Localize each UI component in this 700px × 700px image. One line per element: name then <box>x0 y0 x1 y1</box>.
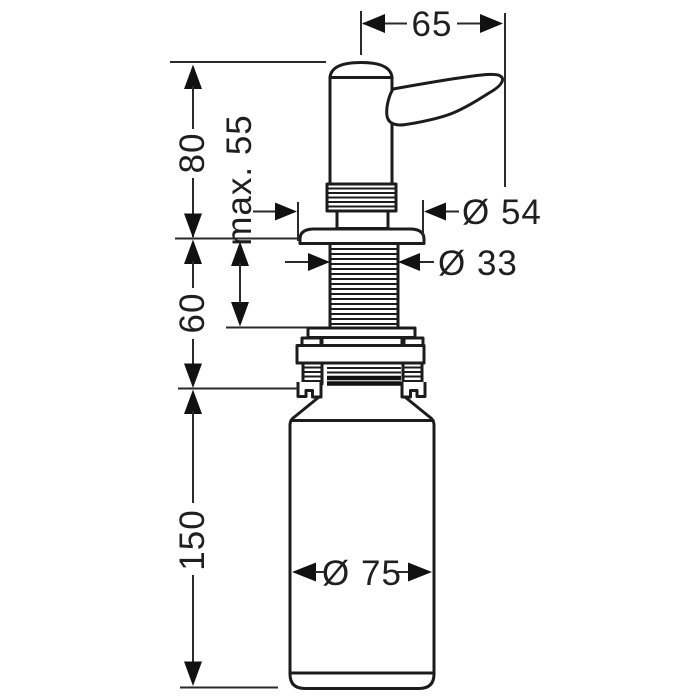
mounting-assembly <box>295 326 427 399</box>
dim-height-below-deck: 60 <box>173 239 212 388</box>
thread-lines <box>330 248 398 325</box>
pump-spout <box>385 72 504 127</box>
dim-150-arrow-up <box>184 389 202 414</box>
dim-max55-arrow-up <box>231 241 249 266</box>
threaded-shaft <box>328 242 400 330</box>
dim-height-above-deck: 80 <box>170 61 326 238</box>
dim-54-arrow-left <box>275 202 297 221</box>
bottle <box>288 395 436 690</box>
dim-33-arrow-left <box>308 253 330 271</box>
seal-lines <box>327 375 401 386</box>
dim-33-arrow-right <box>398 253 420 271</box>
dim-spout-reach: 65 <box>360 5 506 187</box>
retainer-foot-left <box>296 382 323 399</box>
dim-60-arrow-up <box>184 239 202 264</box>
dim-bottle-height: 150 <box>173 389 278 689</box>
dim-bottle-diameter: Ø 75 <box>292 554 432 593</box>
screw-post-left-threads <box>303 366 322 382</box>
dim-label-spout-reach: 65 <box>412 5 453 44</box>
dim-60-arrow-down <box>184 363 202 388</box>
bottle-neck-lines <box>327 367 401 374</box>
pump-unit <box>298 61 504 330</box>
escutcheon-flange <box>298 227 426 245</box>
dim-label-max-deck-thickness: max. 55 <box>220 114 259 246</box>
dim-54-extension-lines <box>297 200 424 241</box>
dim-max-deck-thickness: max. 55 <box>220 114 308 329</box>
dim-label-escutcheon-diameter: Ø 54 <box>462 193 542 232</box>
dim-80-arrow-down <box>184 213 202 238</box>
pump-head-dome <box>328 61 394 79</box>
mounting-nut <box>295 344 426 365</box>
retainer-foot-right <box>400 382 427 399</box>
screw-post-right-threads <box>403 366 422 382</box>
dim-65-arrow-right <box>480 14 503 33</box>
dim-label-shaft-diameter: Ø 33 <box>438 244 518 283</box>
dim-80-arrow-up <box>184 64 202 89</box>
dim-75-arrow-right <box>408 562 432 582</box>
dim-label-bottle-diameter: Ø 75 <box>322 554 402 593</box>
dim-label-bottle-height: 150 <box>173 509 212 570</box>
pump-neck <box>335 209 390 230</box>
dim-54-arrow-right <box>424 202 446 221</box>
dim-shaft-diameter: Ø 33 <box>285 244 518 283</box>
dim-label-height-above-deck: 80 <box>173 133 212 174</box>
bottle-outline <box>288 395 436 690</box>
dim-150-arrow-down <box>184 661 202 686</box>
dim-label-height-below-deck: 60 <box>173 293 212 334</box>
grip-ring-lines <box>327 187 396 208</box>
dim-65-arrow-left <box>362 14 385 33</box>
dim-max55-arrow-down <box>231 302 249 327</box>
dim-65-extension-lines <box>360 11 506 187</box>
pump-head-body <box>328 76 394 186</box>
dim-75-arrow-left <box>292 562 316 582</box>
dim-escutcheon-diameter: Ø 54 <box>253 193 542 241</box>
